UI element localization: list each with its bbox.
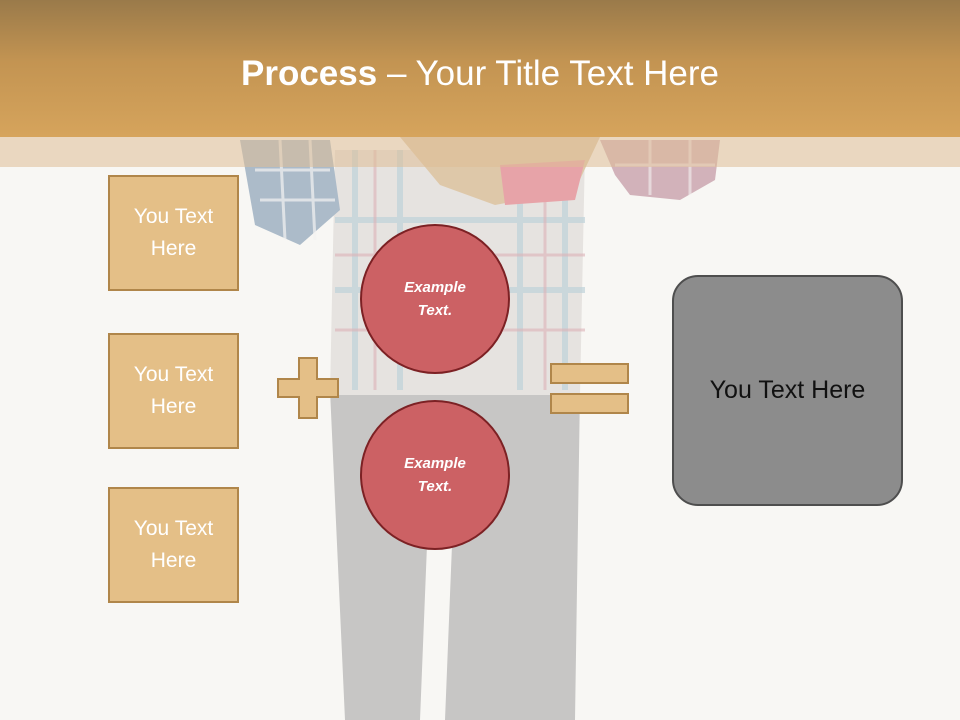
text-box-3: You Text Here (108, 487, 239, 603)
title-rest: – Your Title Text Here (377, 54, 719, 93)
equals-bar-bottom (550, 393, 629, 414)
text-box-1-label: You Text Here (133, 205, 214, 260)
text-box-2-label: You Text Here (133, 363, 214, 418)
example-circle-2-label: Example Text. (404, 455, 466, 495)
equals-bar-top (550, 363, 629, 384)
example-circle-2: Example Text. (360, 400, 510, 550)
text-box-3-label: You Text Here (133, 517, 214, 572)
plus-icon (277, 357, 339, 419)
title-bold: Process (241, 54, 378, 93)
text-box-2: You Text Here (108, 333, 239, 449)
example-circle-1: Example Text. (360, 224, 510, 374)
title-band (0, 0, 960, 137)
example-circle-1-label: Example Text. (404, 279, 466, 319)
slide-title: Process – Your Title Text Here (0, 52, 960, 96)
result-box-label: You Text Here (709, 376, 866, 404)
result-box: You Text Here (672, 275, 903, 506)
text-box-1: You Text Here (108, 175, 239, 291)
title-stripe (0, 137, 960, 167)
